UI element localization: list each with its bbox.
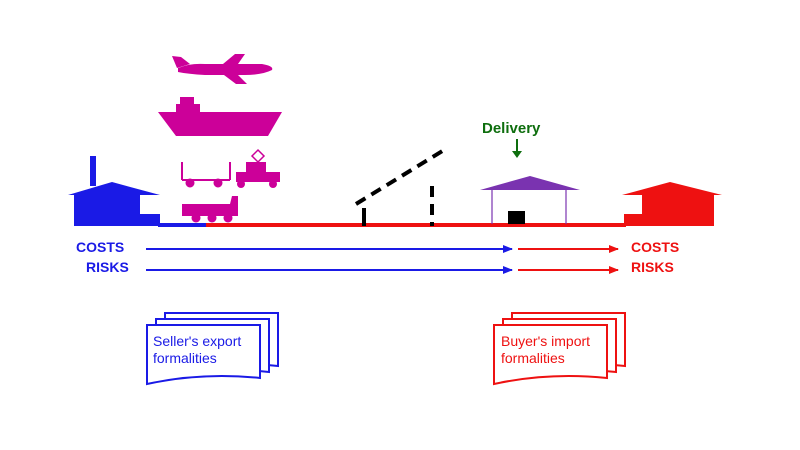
locomotive-icon: [236, 148, 280, 188]
rail-wagon-icon: [181, 162, 231, 188]
buyer-costs-label: COSTS: [631, 239, 680, 255]
arrow-down-icon: [512, 139, 522, 158]
seller-export-formalities: Seller's export formalities: [153, 333, 241, 367]
buyer-doc-line1: Buyer's import: [501, 333, 591, 349]
ship-icon: [158, 97, 282, 136]
airplane-icon: [172, 54, 273, 84]
seller-costs-label: COSTS: [76, 239, 125, 255]
seller-doc-line2: formalities: [153, 350, 217, 366]
buyer-import-formalities: Buyer's import formalities: [501, 333, 590, 367]
house-icon: [622, 182, 722, 226]
buyer-risks-label: RISKS: [631, 259, 674, 275]
delivery-label: Delivery: [482, 120, 541, 137]
warehouse-icon: [480, 176, 580, 224]
seller-document-stack: [146, 312, 279, 386]
truck-icon: [182, 196, 238, 223]
ground-line: [158, 223, 626, 227]
seller-risks-label: RISKS: [86, 259, 129, 275]
factory-house-icon: [68, 156, 160, 226]
customs-barrier-icon: [354, 148, 446, 226]
buyer-document-stack: [493, 312, 626, 386]
seller-doc-line1: Seller's export: [153, 333, 242, 349]
buyer-doc-line2: formalities: [501, 350, 565, 366]
